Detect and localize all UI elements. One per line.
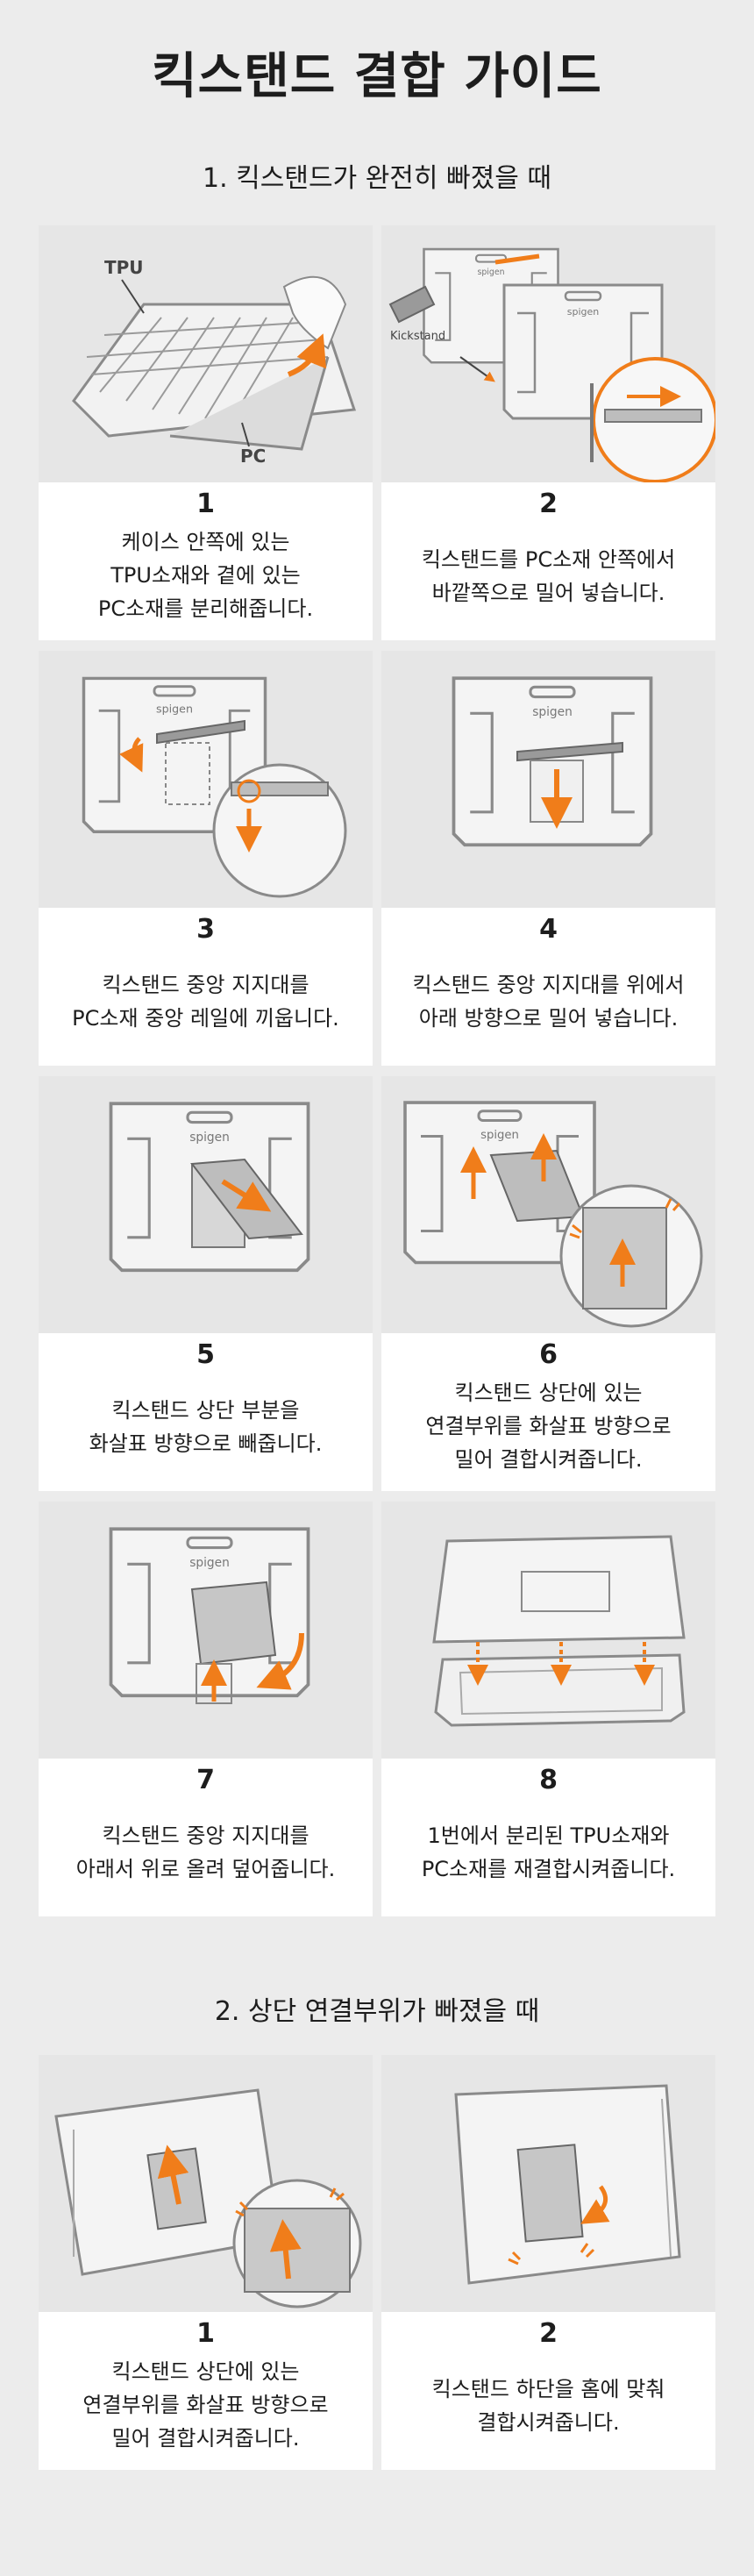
step-description: 킥스탠드 중앙 지지대를 아래서 위로 올려 덮어줍니다.	[75, 1823, 336, 1881]
step-illustration	[381, 2055, 715, 2312]
kickstand-label: Kickstand	[390, 330, 445, 343]
step-description: 킥스탠드 상단에 있는 연결부위를 화살표 방향으로 밀어 결합시켜줍니다.	[82, 2359, 329, 2451]
step-illustration	[39, 651, 373, 908]
step-number: 4	[539, 914, 558, 945]
step-description: 킥스탠드를 PC소재 안쪽에서 바깥쪽으로 밀어 넣습니다.	[421, 547, 676, 605]
step-card-1: TPU PC 1 케이스 안쪽에 있는 TPU소재와 곁에 있는 PC소재를 분…	[39, 225, 373, 640]
step-description: 1번에서 분리된 TPU소재와 PC소재를 재결합시켜줍니다.	[421, 1823, 676, 1881]
page-title: 킥스탠드 결합 가이드	[152, 48, 602, 105]
step-number: 2	[539, 489, 558, 519]
step-description: 킥스탠드 상단에 있는 연결부위를 화살표 방향으로 밀어 결합시켜줍니다.	[425, 1381, 672, 1472]
step-number: 2	[539, 2318, 558, 2349]
step-number: 1	[196, 489, 215, 519]
step-illustration	[381, 651, 715, 908]
step-number: 7	[196, 1765, 215, 1795]
step-description: 케이스 안쪽에 있는 TPU소재와 곁에 있는 PC소재를 분리해줍니다.	[97, 530, 314, 621]
step-card-5: 5 킥스탠드 상단 부분을 화살표 방향으로 빼줍니다.	[39, 1076, 373, 1491]
step-illustration	[39, 1502, 373, 1759]
step-description: 킥스탠드 중앙 지지대를 PC소재 중앙 레일에 끼웁니다.	[72, 973, 339, 1031]
step-card-7: 7 킥스탠드 중앙 지지대를 아래서 위로 올려 덮어줍니다.	[39, 1502, 373, 1916]
section-2-title: 2. 상단 연결부위가 빠졌을 때	[214, 1996, 540, 2027]
tpu-label: TPU	[104, 257, 144, 278]
step-number: 6	[539, 1339, 558, 1370]
step-number: 3	[196, 914, 215, 945]
step-number: 1	[196, 2318, 215, 2349]
step-card-2-1: 1 킥스탠드 상단에 있는 연결부위를 화살표 방향으로 밀어 결합시켜줍니다.	[39, 2055, 373, 2470]
section-1-title: 1. 킥스탠드가 완전히 빠졌을 때	[203, 163, 551, 194]
step-illustration: TPU PC	[39, 225, 373, 482]
step-illustration	[39, 1076, 373, 1333]
step-number: 5	[196, 1339, 215, 1370]
step-illustration	[39, 2055, 373, 2312]
step-card-3: 3 킥스탠드 중앙 지지대를 PC소재 중앙 레일에 끼웁니다.	[39, 651, 373, 1066]
pc-label: PC	[240, 446, 266, 467]
step-description: 킥스탠드 상단 부분을 화살표 방향으로 빼줍니다.	[89, 1398, 323, 1456]
step-card-6: 6 킥스탠드 상단에 있는 연결부위를 화살표 방향으로 밀어 결합시켜줍니다.	[381, 1076, 715, 1491]
step-illustration	[381, 1076, 715, 1333]
step-description: 킥스탠드 중앙 지지대를 위에서 아래 방향으로 밀어 넣습니다.	[412, 973, 685, 1031]
step-card-8: 8 1번에서 분리된 TPU소재와 PC소재를 재결합시켜줍니다.	[381, 1502, 715, 1916]
step-card-2-2: 2 킥스탠드 하단을 홈에 맞춰 결합시켜줍니다.	[381, 2055, 715, 2470]
step-description: 킥스탠드 하단을 홈에 맞춰 결합시켜줍니다.	[431, 2377, 665, 2435]
step-card-2: Kickstand 2 킥스탠드를 PC소재 안쪽에서 바깥쪽으로 밀어 넣습니…	[381, 225, 715, 640]
step-illustration	[381, 1502, 715, 1759]
step-card-4: 4 킥스탠드 중앙 지지대를 위에서 아래 방향으로 밀어 넣습니다.	[381, 651, 715, 1066]
step-number: 8	[539, 1765, 558, 1795]
step-illustration: Kickstand	[381, 225, 715, 482]
